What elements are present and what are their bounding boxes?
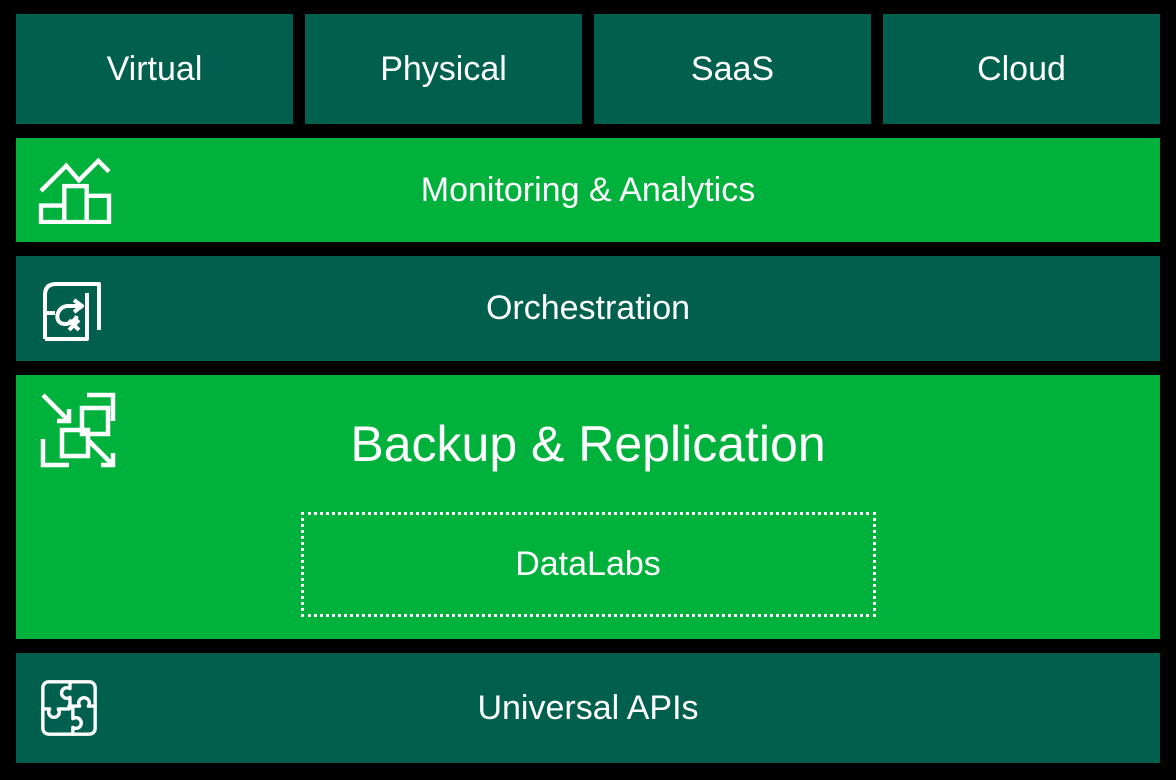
platform-box-physical: Physical — [305, 14, 582, 124]
layer-universal-apis: Universal APIs — [16, 653, 1160, 763]
platform-box-virtual: Virtual — [16, 14, 293, 124]
datalabs-label: DataLabs — [515, 544, 661, 583]
platform-box-label: Cloud — [977, 49, 1066, 88]
workflow-loop-icon — [38, 275, 106, 343]
replication-squares-arrows-icon — [36, 388, 120, 472]
analytics-bars-trend-icon — [38, 156, 112, 224]
platform-box-label: Physical — [380, 49, 507, 88]
layer-label: Monitoring & Analytics — [420, 170, 756, 209]
workload-row: Virtual Physical SaaS Cloud — [16, 14, 1160, 124]
platform-box-saas: SaaS — [594, 14, 871, 124]
layer-label-backup-replication: Backup & Replication — [350, 416, 826, 472]
puzzle-icon — [38, 677, 100, 739]
layer-label: Orchestration — [485, 289, 691, 327]
layer-label: Universal APIs — [477, 688, 699, 727]
layer-monitoring-analytics: Monitoring & Analytics — [16, 138, 1160, 242]
platform-box-cloud: Cloud — [883, 14, 1160, 124]
platform-box-label: SaaS — [690, 49, 775, 88]
layer-backup-replication: Backup & Replication DataLabs — [16, 375, 1160, 639]
platform-box-label: Virtual — [106, 49, 203, 88]
datalabs-box: DataLabs — [300, 511, 876, 617]
layer-orchestration: Orchestration — [16, 256, 1160, 361]
